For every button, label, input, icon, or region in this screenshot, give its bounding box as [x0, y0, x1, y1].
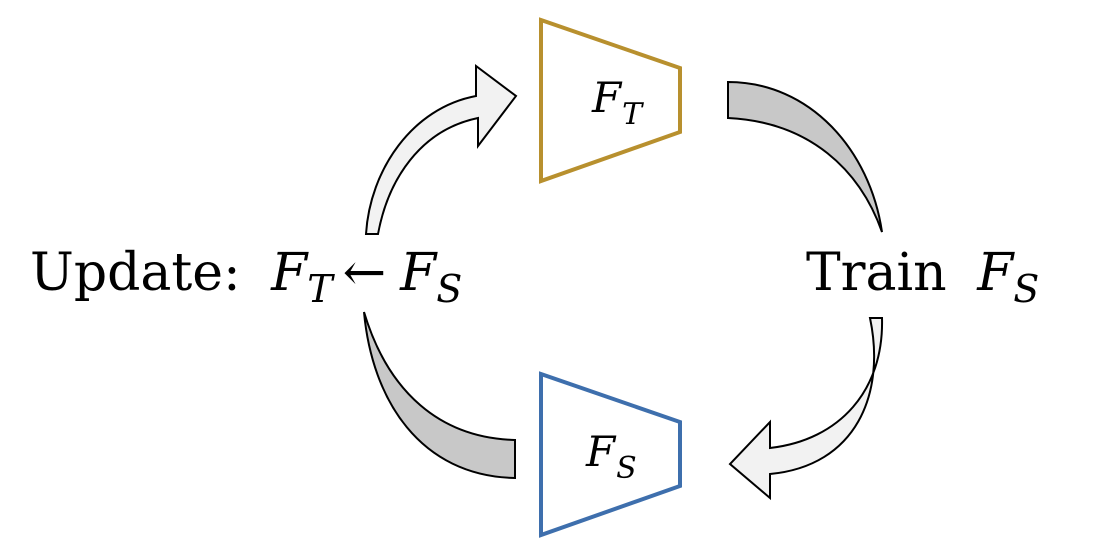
train-label: Train FS [806, 243, 1039, 311]
teacher-model-trapezoid [539, 17, 682, 184]
student-model-label: FS [585, 427, 637, 486]
teacher-model-label: FT [591, 73, 644, 132]
student-model-trapezoid [539, 371, 682, 538]
train-arrow-dark [727, 80, 883, 233]
train-to-student-arrow-light [728, 317, 884, 501]
update-label: Update: FT←FS [30, 243, 462, 311]
update-arrow-dark [363, 311, 516, 480]
update-to-teacher-arrow-light [364, 64, 518, 235]
